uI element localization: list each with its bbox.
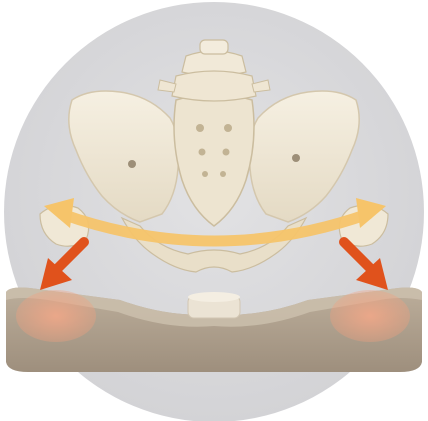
right-pressure-zone — [330, 290, 410, 342]
left-pressure-zone — [16, 290, 96, 342]
